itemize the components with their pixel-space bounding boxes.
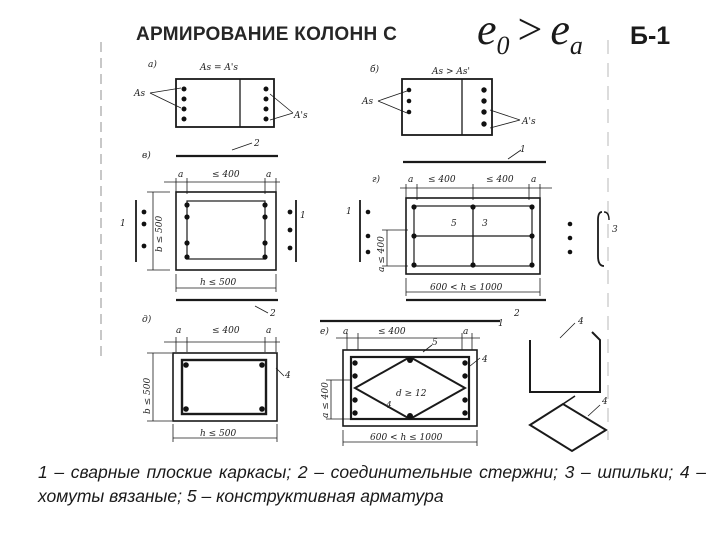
legend: 1 – сварные плоские каркасы; 2 – соедини… [38, 460, 706, 508]
panel-d-a-right: a [266, 326, 271, 336]
panel-v-n1-left: 1 [120, 219, 126, 229]
panel-b-letter: б) [370, 64, 379, 75]
panel-g-letter: г) [372, 174, 381, 185]
panel-d-a-left: a [176, 326, 181, 336]
panel-g-side-dim: a ≤ 400 [377, 236, 387, 272]
panel-a-as-prime-label: A's [293, 111, 308, 121]
panel-v-h-dim: h ≤ 500 [200, 278, 237, 288]
panel-b-as-prime-label: A's [521, 117, 536, 127]
hook-n4-top: 4 [577, 317, 584, 327]
panel-g-dim1: ≤ 400 [428, 175, 456, 185]
panel-e-a-top: ≤ 400 [378, 327, 406, 337]
panel-g-n5: 5 [451, 219, 457, 229]
panel-a-as-label: As [133, 89, 145, 99]
panel-g-n3: 3 [482, 219, 488, 229]
panel-e-n1: 1 [498, 319, 504, 329]
panel-a-formula: As = A's [199, 63, 238, 73]
panel-e-n4-right: 4 [481, 355, 488, 365]
panel-v-b-dim: b ≤ 500 [155, 216, 165, 252]
panel-g-bottom-dim: 600 < h ≤ 1000 [430, 283, 503, 293]
panel-v-letter: в) [142, 150, 151, 161]
panel-d-h-dim: h ≤ 500 [200, 429, 237, 439]
panel-g-n1-top: 1 [520, 145, 526, 155]
panel-g-a-left: a [408, 175, 413, 185]
panel-g-n2-bottom: 2 [513, 309, 520, 319]
formula-e0-symbol: e [477, 5, 497, 54]
legend-line-1: 1 – сварные плоские каркасы; 2 – соедини… [38, 462, 558, 482]
panel-e-bottom-dim: 600 < h ≤ 1000 [370, 433, 443, 443]
hook-n4-bottom: 4 [601, 397, 608, 407]
panel-b-formula: As > As' [431, 67, 470, 77]
panel-d-letter: д) [142, 314, 152, 325]
panel-e-letter: е) [320, 326, 329, 337]
panel-v-a-right: a [266, 170, 271, 180]
panel-v-n2-top: 2 [253, 139, 260, 149]
panel-e-side-dim: a ≤ 400 [321, 382, 331, 418]
panel-v-a-top: ≤ 400 [212, 170, 240, 180]
panel-d-a-top: ≤ 400 [212, 326, 240, 336]
hook-n3-label: 3 [612, 225, 618, 235]
panel-d-n4: 4 [284, 371, 291, 381]
panel-e-d-label: d ≥ 12 [396, 389, 427, 399]
panel-a-letter: а) [148, 59, 157, 70]
panel-v-n2-bottom: 2 [269, 309, 276, 319]
legend-line-2: 3 – шпильки; 4 – хомуты вязаные; 5 – кон… [38, 462, 706, 506]
formula-operator: > [517, 5, 543, 54]
panel-e-n5: 5 [432, 338, 438, 348]
panel-v-n1-right: 1 [300, 211, 306, 221]
formula-e0-subscript: 0 [496, 31, 510, 60]
formula-ea-symbol: e [550, 5, 570, 54]
panel-e-a-left: a [343, 327, 348, 337]
reinforcement-drawing: а) As = A's As A's б) As > As' As A's в)… [100, 40, 618, 453]
panel-v-a-left: a [178, 170, 183, 180]
panel-g-n1-left: 1 [346, 207, 352, 217]
panel-g-dim2: ≤ 400 [486, 175, 514, 185]
panel-e-n4-inner: 4 [385, 401, 392, 411]
panel-d-b-dim: b ≤ 500 [143, 378, 153, 414]
formula-ea-subscript: a [569, 31, 583, 60]
slide-code: Б-1 [630, 22, 671, 50]
panel-b-as-label: As [361, 97, 373, 107]
panel-e-a-right: a [463, 327, 468, 337]
panel-g-a-right: a [531, 175, 536, 185]
page-title: АРМИРОВАНИЕ КОЛОНН С [136, 24, 398, 45]
title-formula: e0>ea [477, 4, 583, 61]
